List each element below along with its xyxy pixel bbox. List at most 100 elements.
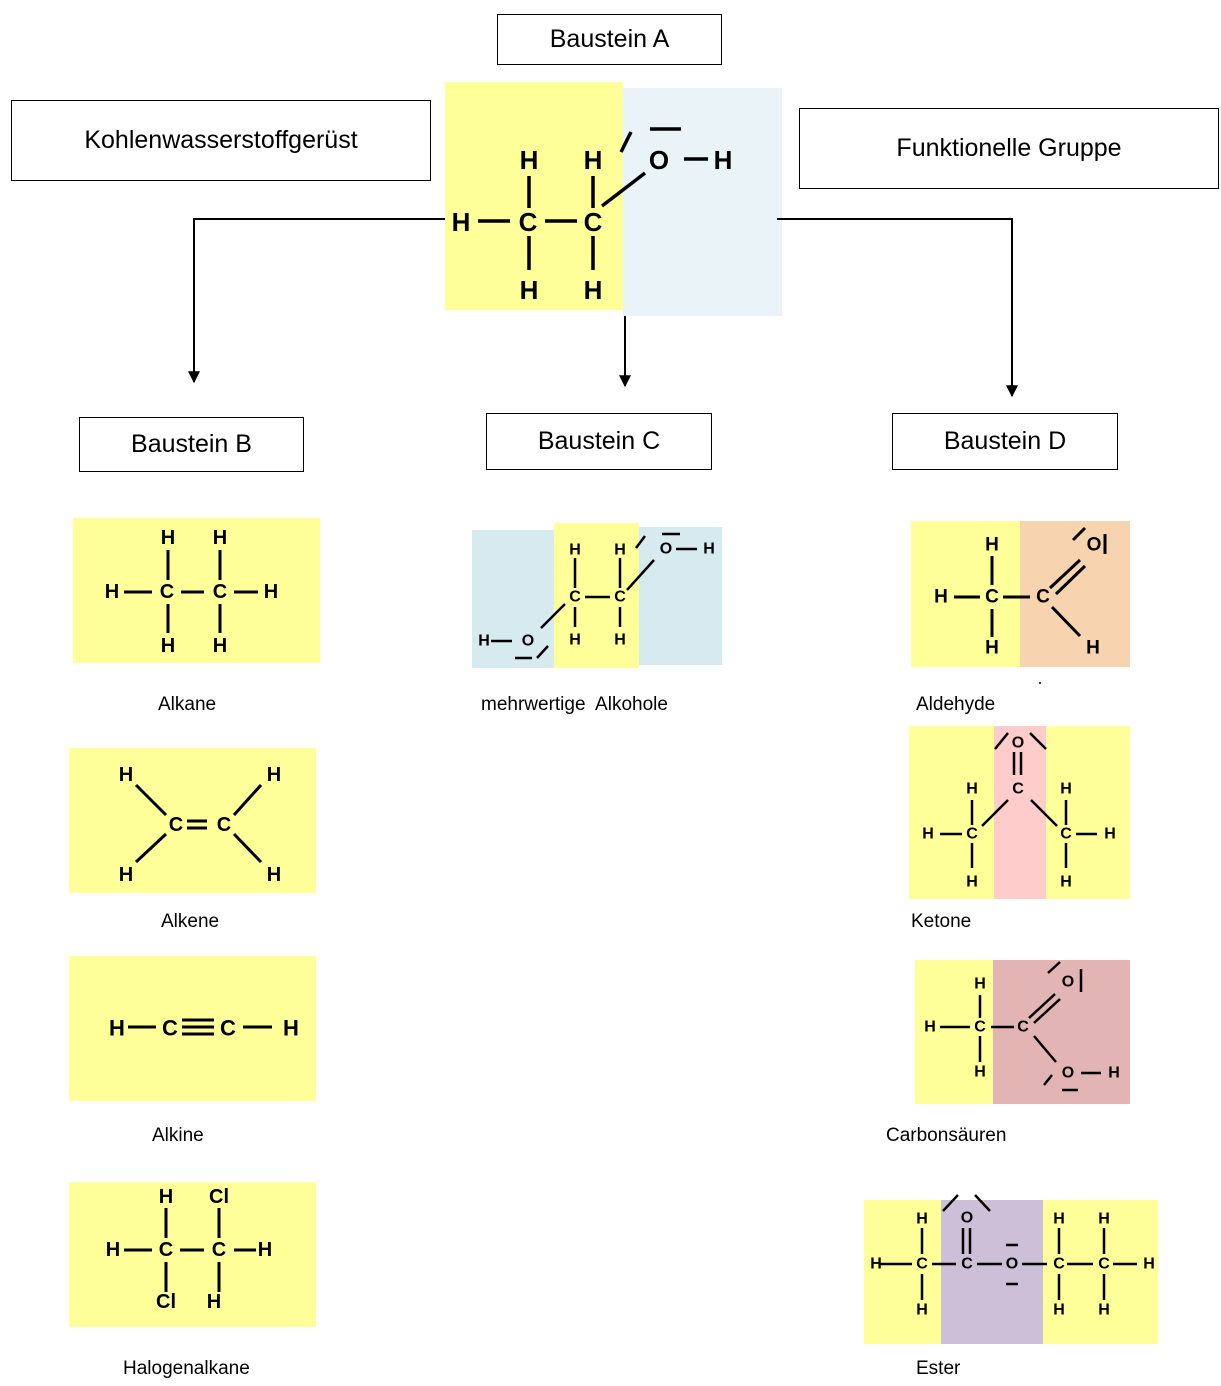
svg-text:C: C [162,1016,178,1041]
svg-text:C: C [217,814,231,836]
svg-text:H: H [1104,826,1116,843]
caption-ketone: Ketone [911,911,972,932]
svg-text:C: C [159,1239,173,1261]
svg-text:H: H [614,542,626,559]
svg-text:H: H [966,874,978,891]
svg-text:H: H [264,581,278,603]
svg-text:C: C [974,1019,986,1036]
box-functional-group-label: Funktionelle Gruppe [896,134,1122,162]
svg-text:O: O [1062,974,1074,991]
svg-text:H: H [520,145,539,175]
svg-text:H: H [161,527,175,549]
svg-text:H: H [1053,1302,1065,1319]
ethanol-molecule: H C C H H H H O H [445,82,782,316]
svg-text:H: H [105,581,119,603]
caption-alkane: Alkane [158,694,217,715]
svg-text:H: H [703,541,715,558]
box-baustein-c-label: Baustein C [537,427,661,455]
box-baustein-c: Baustein C [486,413,712,470]
svg-text:H: H [974,976,986,993]
svg-text:H: H [584,145,603,175]
svg-text:H: H [213,635,227,657]
svg-text:H: H [985,535,999,556]
svg-text:H: H [106,1239,120,1261]
box-baustein-b: Baustein B [79,417,304,472]
box-baustein-d: Baustein D [892,413,1118,470]
svg-text:C: C [1017,1019,1029,1036]
svg-text:C: C [1098,1256,1110,1273]
svg-text:C: C [569,589,581,606]
svg-text:H: H [614,632,626,649]
box-skeleton: Kohlenwasserstoffgerüst [11,100,431,181]
svg-text:H: H [119,764,133,786]
svg-text:H: H [520,275,539,305]
svg-text:H: H [267,764,281,786]
svg-text:C: C [519,207,538,237]
svg-text:H: H [267,864,281,886]
svg-text:C: C [961,1256,973,1273]
svg-text:H: H [1060,874,1072,891]
svg-text:H: H [283,1016,299,1041]
svg-text:H: H [159,1186,173,1208]
dichloroethane-molecule: H C C H H Cl Cl H [69,1182,316,1327]
svg-text:H: H [1108,1065,1120,1082]
svg-text:C: C [213,581,227,603]
svg-text:C: C [916,1256,928,1273]
svg-text:C: C [212,1239,226,1261]
svg-text:H: H [569,632,581,649]
svg-text:H: H [1098,1211,1110,1228]
svg-text:H: H [569,542,581,559]
svg-text:H: H [1086,638,1100,659]
caption-aldehyde: Aldehyde [916,694,996,715]
svg-text:H: H [161,635,175,657]
svg-text:H: H [478,633,490,650]
svg-text:H: H [966,781,978,798]
box-skeleton-label: Kohlenwasserstoffgerüst [84,126,358,154]
caption-carboxylic-acids: Carbonsäuren [886,1125,1007,1146]
ethane-molecule: H C C H H H H H [73,518,320,663]
svg-text:H: H [974,1064,986,1081]
svg-text:H: H [924,1019,936,1036]
svg-text:H: H [922,826,934,843]
svg-text:Cl: Cl [156,1291,176,1313]
ethanediol-molecule: H H C C H H O H O H [472,523,722,668]
caption-alkene: Alkene [161,911,220,932]
box-baustein-b-label: Baustein B [131,430,252,458]
svg-text:H: H [1143,1256,1155,1273]
svg-text:O: O [1012,735,1024,752]
svg-text:C: C [160,581,174,603]
svg-text:H: H [916,1302,928,1319]
svg-text:H: H [584,275,603,305]
svg-text:O: O [1087,535,1102,556]
svg-text:H: H [1060,781,1072,798]
box-baustein-d-label: Baustein D [943,427,1067,455]
svg-text:H: H [1053,1211,1065,1228]
svg-text:H: H [870,1256,882,1273]
acetaldehyde-molecule: H H C C H O H [911,521,1130,684]
svg-text:C: C [169,814,183,836]
box-baustein-a: Baustein A [497,14,722,65]
svg-text:H: H [452,207,471,237]
svg-text:C: C [1053,1256,1065,1273]
svg-text:O: O [1062,1065,1074,1082]
connector-arrows [188,218,1018,398]
ester-molecule: H C C O C C H H H O H H H H [864,1194,1158,1344]
svg-text:O: O [660,541,672,558]
ethyne-molecule: H C C H [69,956,316,1101]
acetone-molecule: O C H H H C C H H H [909,726,1130,899]
svg-text:C: C [966,826,978,843]
svg-text:O: O [961,1210,973,1227]
svg-text:C: C [1012,781,1024,798]
svg-text:H: H [714,145,733,175]
svg-text:H: H [207,1291,221,1313]
svg-text:H: H [934,587,948,608]
svg-text:H: H [916,1211,928,1228]
caption-halogenalkane: Halogenalkane [123,1358,250,1379]
svg-text:C: C [1060,826,1072,843]
caption-alkine: Alkine [152,1125,204,1146]
svg-text:C: C [1036,587,1050,608]
svg-text:Cl: Cl [209,1186,229,1208]
box-functional-group: Funktionelle Gruppe [799,108,1219,189]
svg-text:C: C [614,589,626,606]
